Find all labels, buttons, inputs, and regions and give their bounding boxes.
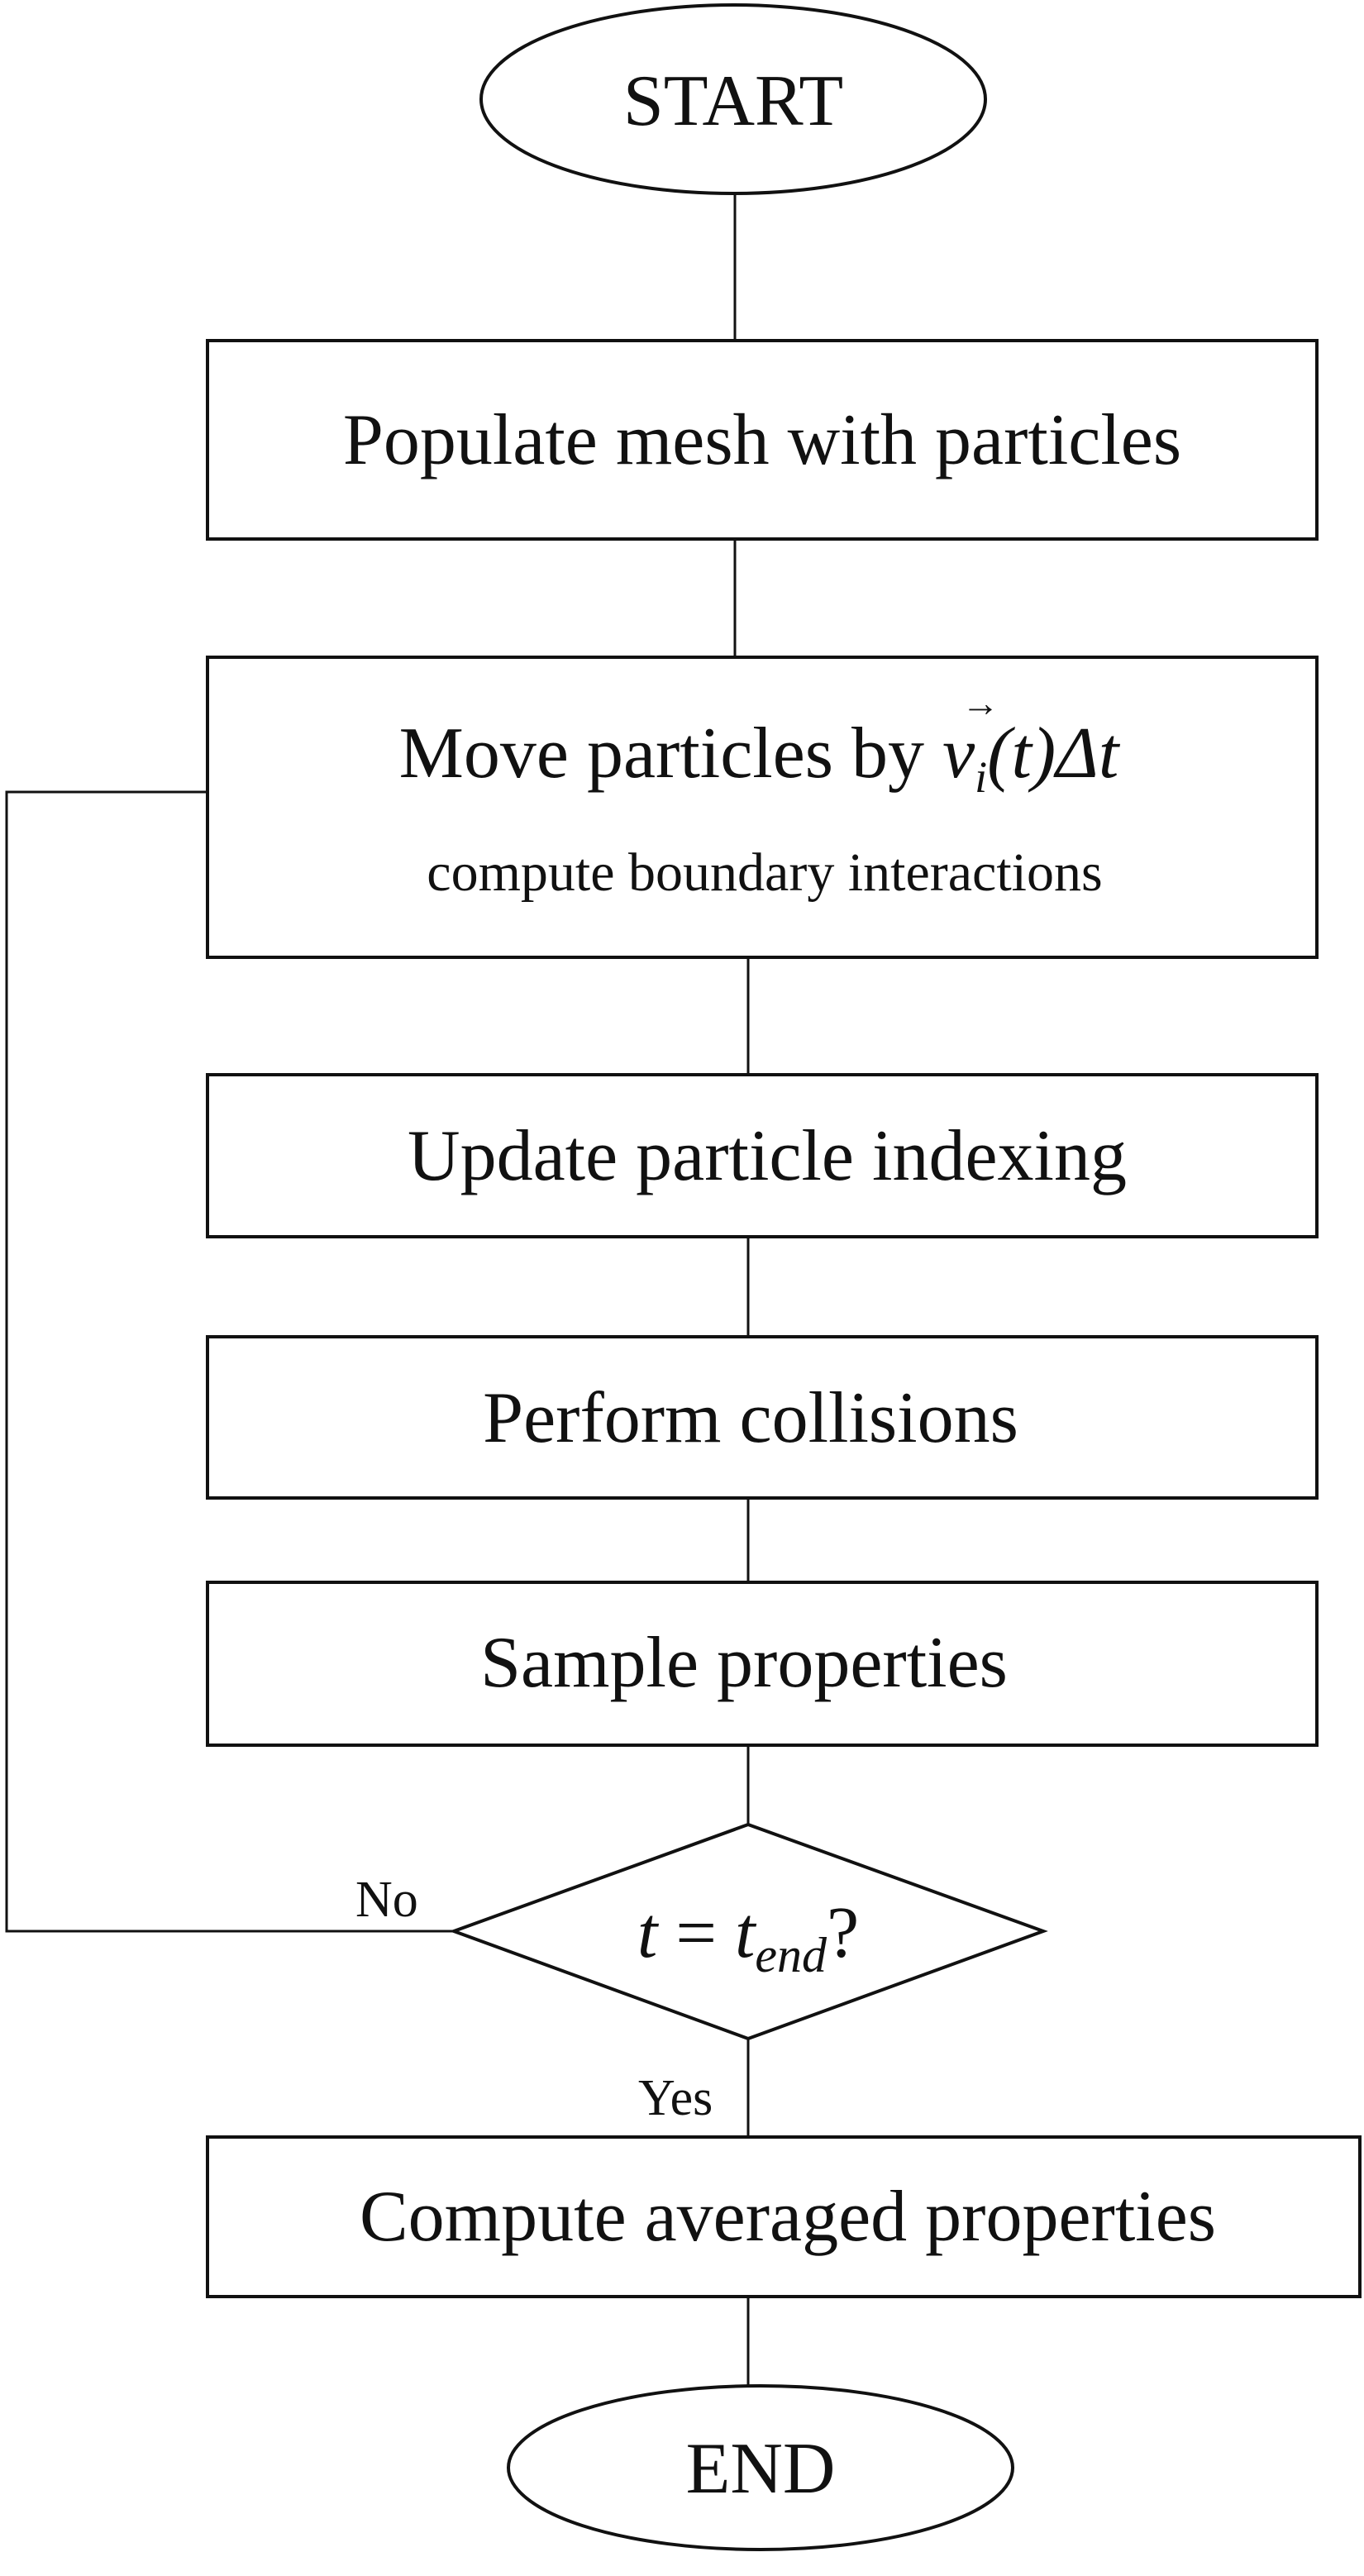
decision-rhs-subscript: end <box>755 1928 827 1982</box>
decision-label: t = tend? <box>637 1893 859 1982</box>
move-box <box>206 656 1319 959</box>
start-label: START <box>623 61 843 141</box>
move-label: Move particles by vi(t)Δt <box>399 713 1121 802</box>
decision-node: t = tend? No Yes <box>355 1822 1048 2126</box>
start-node: START <box>479 3 987 195</box>
populate-box <box>206 339 1319 541</box>
decision-lhs: t <box>637 1893 660 1973</box>
start-ellipse <box>479 3 987 195</box>
sample-label: Sample properties <box>480 1623 1008 1703</box>
decision-equals: = <box>657 1893 735 1973</box>
end-node: END <box>507 2384 1014 2551</box>
decision-rhs: t <box>735 1893 757 1973</box>
averaged-step: Compute averaged properties <box>206 2135 1362 2298</box>
decision-question-mark: ? <box>827 1893 859 1973</box>
update-box <box>206 1073 1319 1238</box>
time-symbol: (t) <box>987 713 1056 794</box>
populate-label: Populate mesh with particles <box>343 400 1181 480</box>
velocity-symbol: v <box>942 713 975 794</box>
velocity-subscript: i <box>975 752 987 802</box>
collide-label: Perform collisions <box>483 1378 1018 1458</box>
move-label-prefix: Move particles by <box>399 713 942 794</box>
sample-box <box>206 1581 1319 1747</box>
connectors <box>5 157 750 2386</box>
delta-t-symbol: Δt <box>1053 713 1121 794</box>
move-step: Move particles by vi(t)Δt → compute boun… <box>206 656 1319 959</box>
move-label-line2: compute boundary interactions <box>427 842 1102 903</box>
averaged-label: Compute averaged properties <box>360 2177 1216 2257</box>
populate-step: Populate mesh with particles <box>206 339 1319 541</box>
branch-yes-label: Yes <box>638 2070 713 2126</box>
connector-loop-back <box>5 790 454 1933</box>
end-ellipse <box>507 2384 1014 2551</box>
vector-arrow-icon: → <box>961 682 999 724</box>
end-label: END <box>686 2429 836 2509</box>
collide-step: Perform collisions <box>206 1335 1319 1500</box>
sample-step: Sample properties <box>206 1581 1319 1747</box>
update-label: Update particle indexing <box>408 1116 1127 1196</box>
averaged-box <box>206 2135 1362 2298</box>
update-step: Update particle indexing <box>206 1073 1319 1238</box>
decision-diamond <box>449 1822 1048 2041</box>
branch-no-label: No <box>355 1872 418 1928</box>
collide-box <box>206 1335 1319 1500</box>
